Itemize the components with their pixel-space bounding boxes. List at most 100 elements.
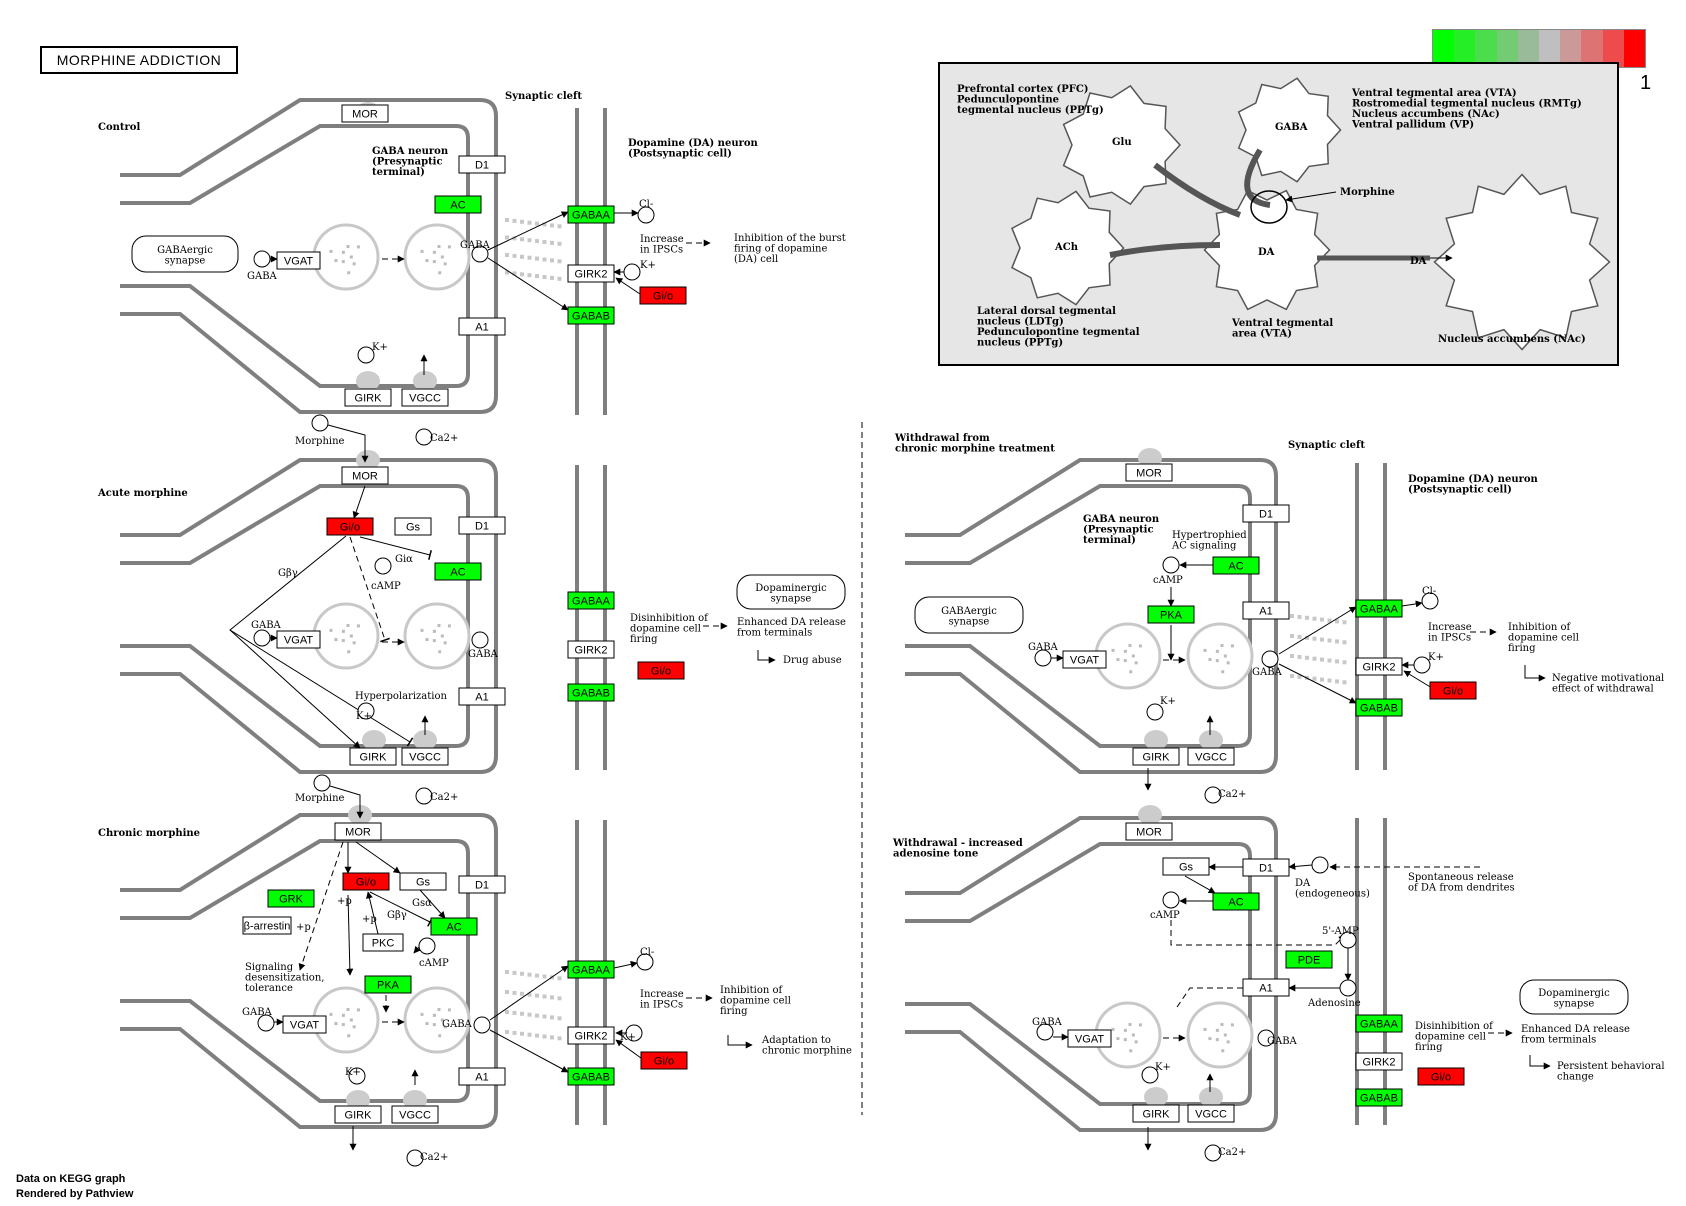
- neurotransmitter-dot: [1312, 676, 1317, 681]
- gene-node-gio[interactable]: Gi/o: [1429, 681, 1477, 700]
- gene-node-vgat[interactable]: VGAT: [276, 251, 321, 270]
- neurotransmitter-dot: [527, 255, 532, 260]
- gene-box: [1125, 822, 1173, 841]
- vesicle-dot: [1131, 654, 1135, 658]
- gene-node-vgat[interactable]: VGAT: [1067, 1029, 1112, 1048]
- gene-node-vgat[interactable]: VGAT: [276, 630, 321, 649]
- inset-cell-label: DA: [1258, 247, 1275, 258]
- gene-node-pde[interactable]: PDE: [1285, 950, 1333, 969]
- gene-node-girk[interactable]: GIRK: [1132, 1104, 1180, 1123]
- vesicle: [403, 602, 471, 670]
- gene-node-vgat[interactable]: VGAT: [1062, 650, 1107, 669]
- gene-node-gabaa[interactable]: GABAA: [567, 205, 615, 224]
- gene-node-gio[interactable]: Gi/o: [1417, 1067, 1465, 1086]
- gene-node-gio[interactable]: Gi/o: [639, 286, 687, 305]
- gene-node-mor[interactable]: MOR: [1125, 822, 1173, 841]
- gene-node-barr[interactable]: β-arrestin: [242, 916, 292, 935]
- gene-node-vgcc[interactable]: VGCC: [391, 1105, 439, 1124]
- gene-node-ac[interactable]: AC: [430, 917, 478, 936]
- diagram-label: +p: [362, 914, 377, 925]
- neuron-membrane: [120, 813, 498, 1129]
- gene-node-vgcc[interactable]: VGCC: [1187, 1104, 1235, 1123]
- vesicle-dot: [1116, 1037, 1120, 1041]
- diagram-label: Drug abuse: [783, 655, 842, 666]
- gene-node-gio2[interactable]: Gi/o: [637, 661, 685, 680]
- gene-node-vgcc[interactable]: VGCC: [1187, 747, 1235, 766]
- gene-node-pkc[interactable]: PKC: [362, 933, 404, 952]
- gene-node-gabaa[interactable]: GABAA: [1355, 599, 1403, 618]
- gene-node-d1[interactable]: D1: [1242, 504, 1290, 523]
- diagram-title: MORPHINE ADDICTION: [40, 46, 238, 74]
- gene-node-ac[interactable]: AC: [1212, 892, 1260, 911]
- gene-node-gabaa[interactable]: GABAA: [567, 591, 615, 610]
- vesicle: [1186, 622, 1254, 690]
- gene-node-a1[interactable]: A1: [458, 687, 506, 706]
- gene-node-mor[interactable]: MOR: [341, 104, 389, 123]
- gene-node-gs[interactable]: Gs: [399, 872, 447, 891]
- gene-node-vgcc[interactable]: VGCC: [401, 388, 449, 407]
- gene-node-gio2[interactable]: Gi/o: [640, 1051, 688, 1070]
- gene-node-mor[interactable]: MOR: [334, 822, 382, 841]
- vesicle-dot: [1111, 648, 1115, 652]
- gene-node-girk2[interactable]: GIRK2: [567, 640, 615, 659]
- gene-node-gabab[interactable]: GABAB: [567, 683, 615, 702]
- interaction-arrow: [359, 536, 432, 561]
- gene-box: [567, 264, 615, 283]
- gene-node-gabab[interactable]: GABAB: [1355, 698, 1403, 717]
- gene-label: GABAA: [1360, 1019, 1399, 1031]
- gene-node-pka[interactable]: PKA: [1147, 605, 1195, 624]
- gene-node-mor[interactable]: MOR: [341, 466, 389, 485]
- gene-node-a1[interactable]: A1: [458, 317, 506, 336]
- gene-node-pka[interactable]: PKA: [364, 975, 412, 994]
- gene-node-gs[interactable]: Gs: [394, 517, 432, 536]
- channel-pore: [403, 1090, 427, 1110]
- vesicle-dot: [1208, 658, 1212, 662]
- gene-node-d1[interactable]: D1: [458, 155, 506, 174]
- gene-node-girk[interactable]: GIRK: [1132, 747, 1180, 766]
- gene-node-a1[interactable]: A1: [1242, 601, 1290, 620]
- compound-node: [257, 1014, 275, 1032]
- morphine-site-marker: [1250, 190, 1288, 224]
- gene-node-gio[interactable]: Gi/o: [326, 517, 374, 536]
- gene-node-d1[interactable]: D1: [458, 875, 506, 894]
- gene-node-gabaa[interactable]: GABAA: [567, 960, 615, 979]
- gene-node-gabaa[interactable]: GABAA: [1355, 1014, 1403, 1033]
- vesicle-dot: [432, 639, 436, 643]
- gene-node-mor[interactable]: MOR: [1125, 463, 1173, 482]
- neurotransmitter-dot: [1297, 614, 1302, 619]
- gene-node-gabab[interactable]: GABAB: [1355, 1088, 1403, 1107]
- compound-node: [1146, 703, 1164, 721]
- vesicle-dot: [1215, 659, 1219, 663]
- gene-node-a1[interactable]: A1: [458, 1067, 506, 1086]
- diagram-label: GABA: [442, 1019, 473, 1030]
- gene-node-ac[interactable]: AC: [434, 195, 482, 214]
- diagram-label: K+: [1160, 696, 1176, 707]
- vesicle-dot: [1221, 670, 1225, 674]
- scale-swatch: [1517, 30, 1540, 67]
- gene-node-d1[interactable]: D1: [1242, 858, 1290, 877]
- vesicle-dot: [1215, 1038, 1219, 1042]
- gene-node-girk2[interactable]: GIRK2: [567, 264, 615, 283]
- gene-node-girk2[interactable]: GIRK2: [1355, 1052, 1403, 1071]
- gene-node-a1[interactable]: A1: [1242, 978, 1290, 997]
- pathway-link-box: [914, 596, 1024, 634]
- diagram-label: K+: [640, 260, 656, 271]
- gene-node-ac[interactable]: AC: [1212, 556, 1260, 575]
- gene-box: [567, 306, 615, 325]
- da-neuron-label: Dopamine (DA) neuron(Postsynaptic cell): [628, 138, 759, 160]
- gene-node-gio[interactable]: Gi/o: [342, 872, 390, 891]
- gene-node-grk[interactable]: GRK: [267, 889, 315, 908]
- gene-node-gabab[interactable]: GABAB: [567, 1067, 615, 1086]
- gene-node-gs[interactable]: Gs: [1162, 857, 1210, 876]
- interaction-arrow: [229, 629, 414, 747]
- gene-node-d1[interactable]: D1: [458, 516, 506, 535]
- gene-node-vgat[interactable]: VGAT: [282, 1015, 327, 1034]
- gene-node-girk[interactable]: GIRK: [349, 747, 397, 766]
- gene-node-gabab[interactable]: GABAB: [567, 306, 615, 325]
- gene-node-vgcc[interactable]: VGCC: [401, 747, 449, 766]
- gene-node-girk[interactable]: GIRK: [344, 388, 392, 407]
- gene-node-girk[interactable]: GIRK: [334, 1105, 382, 1124]
- gene-node-girk2[interactable]: GIRK2: [1355, 657, 1403, 676]
- gene-node-ac[interactable]: AC: [434, 562, 482, 581]
- gene-node-girk2[interactable]: GIRK2: [567, 1026, 615, 1045]
